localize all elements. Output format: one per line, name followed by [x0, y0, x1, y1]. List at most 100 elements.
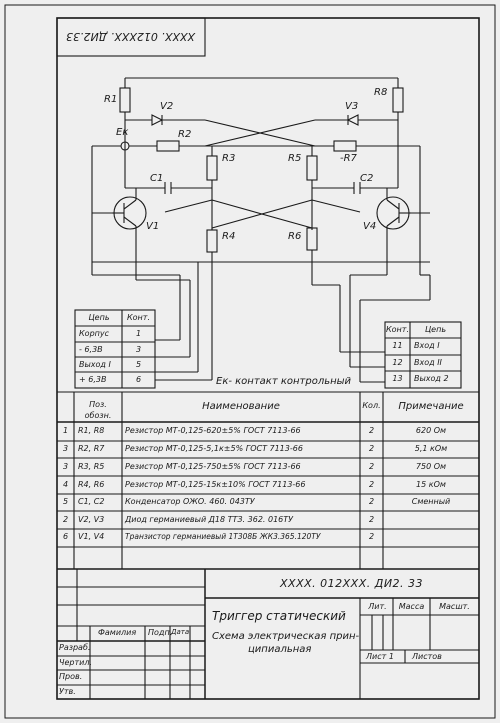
massa-label: Масса	[398, 602, 425, 611]
bom-row-n: 3	[62, 462, 69, 471]
row-chertil: Чертил.	[59, 658, 92, 667]
resistor-r5	[306, 155, 318, 181]
stamp-code-top: ХХХХ. 012ХХХ. ДИ2.33	[66, 30, 196, 43]
bom-row-note: 620 Ом	[415, 426, 447, 435]
control-contact-note: Eк- контакт контрольный	[216, 376, 352, 387]
left-conn-row-contact: 5	[135, 360, 142, 369]
bom-row-n: 1	[62, 426, 69, 435]
right-conn-row-chain: Вход I	[414, 341, 440, 350]
left-conn-row-contact: 1	[135, 329, 142, 338]
bom-row-name: Конденсатор ОЖО. 460. 043ТУ	[125, 497, 255, 506]
bom-header-qty: Кол.	[362, 401, 381, 410]
right-conn-row-chain: Выход 2	[414, 374, 449, 383]
label-v1: V1	[146, 221, 160, 232]
resistor-r4	[206, 229, 218, 253]
bom-row-qty: 2	[368, 480, 375, 489]
masshtab-label: Масшт.	[439, 602, 470, 611]
bom-row-qty: 2	[368, 426, 375, 435]
resistor-r2	[156, 140, 180, 152]
bom-row-name: Диод германиевый Д18 ТТЗ. 362. 016ТУ	[125, 515, 294, 524]
bom-row-qty: 2	[368, 497, 375, 506]
title-block-grid	[57, 568, 479, 699]
label-v4: V4	[363, 221, 377, 232]
bom-row-qty: 2	[368, 444, 375, 453]
resistor-r7	[333, 140, 357, 152]
sheets-total-label: Листов	[412, 652, 442, 661]
bom-row-n: 5	[62, 497, 69, 506]
bom-header-note: Примечание	[398, 401, 464, 412]
bom-row-n: 4	[62, 480, 69, 489]
lit-label: Лит.	[368, 602, 387, 611]
bom-row-name: Резистор МТ-0,125-620±5% ГОСТ 7113-66	[125, 426, 301, 435]
resistor-r8	[392, 87, 404, 113]
label-r3: R3	[222, 153, 236, 164]
bom-row-n: 6	[62, 532, 69, 541]
diode-v3	[346, 114, 359, 126]
bom-row-n: 3	[62, 444, 69, 453]
left-conn-row-chain: Выход I	[79, 360, 111, 369]
row-razrab: Разраб.	[59, 643, 91, 652]
bom-row-pos: V1, V4	[78, 532, 105, 541]
label-c2: C2	[360, 173, 374, 184]
right-conn-header-chain: Цепь	[424, 325, 447, 334]
document-subtitle-line2: ципиальная	[248, 644, 312, 655]
label-c1: C1	[150, 173, 164, 184]
bom-row-note: 5,1 кОм	[414, 444, 448, 453]
left-conn-row-contact: 3	[135, 345, 142, 354]
bom-row-name: Транзистор германиевый 1Т308Б ЖК3.365.12…	[125, 532, 321, 541]
left-conn-row-contact: 6	[135, 375, 142, 384]
bom-row-pos: C1, C2	[78, 497, 105, 506]
left-conn-header-chain: Цепь	[88, 313, 110, 322]
bom-row-pos: R3, R5	[78, 462, 105, 471]
bom-row-name: Резистор МТ-0,125-15к±10% ГОСТ 7113-66	[125, 480, 306, 489]
bom-row-name: Резистор МТ-0,125-5,1к±5% ГОСТ 7113-66	[125, 444, 303, 453]
diode-v2	[151, 114, 164, 126]
bom-row-pos: R4, R6	[78, 480, 105, 489]
label-v3: V3	[345, 101, 359, 112]
bom-row-qty: 2	[368, 515, 375, 524]
label-r6: R6	[288, 231, 302, 242]
label-r2: R2	[178, 129, 192, 140]
bom-row-qty: 2	[368, 462, 375, 471]
left-conn-row-chain: + 6,3B	[79, 375, 107, 384]
circuit-schematic	[91, 77, 431, 383]
bom-row-note: Сменный	[411, 497, 451, 506]
row-prov: Пров.	[59, 672, 83, 681]
label-r8: R8	[374, 87, 388, 98]
left-conn-row-chain: Корпус	[79, 329, 110, 338]
resistor-r1	[119, 87, 131, 113]
left-conn-header-contact: Конт.	[126, 313, 150, 322]
resistor-r6	[306, 227, 318, 251]
right-conn-row-contact: 13	[392, 374, 403, 383]
document-title: Триггер статический	[212, 609, 346, 623]
bom-row-note: 750 Ом	[415, 462, 447, 471]
label-ek: Eк	[116, 127, 129, 138]
col-data: Дата	[171, 628, 190, 636]
label-r5: R5	[288, 153, 302, 164]
bom-row-name: Резистор МТ-0,125-750±5% ГОСТ 7113-66	[125, 462, 301, 471]
sheet-label: Лист 1	[366, 652, 394, 661]
label-v2: V2	[160, 101, 174, 112]
right-conn-row-contact: 11	[392, 341, 403, 350]
resistor-r3	[206, 155, 218, 181]
label-r1: R1	[104, 94, 118, 105]
bom-row-pos: V2, V3	[78, 515, 105, 524]
bom-row-qty: 2	[368, 532, 375, 541]
right-conn-header-contact: Конт.	[385, 325, 409, 334]
col-familiya: Фамилия	[98, 628, 137, 637]
col-podp: Подп.	[148, 628, 173, 637]
label-r7: -R7	[340, 153, 357, 164]
bom-row-n: 2	[62, 515, 69, 524]
row-utv: Утв.	[59, 687, 76, 696]
bom-header-name: Наименование	[202, 401, 280, 412]
label-r4: R4	[222, 231, 236, 242]
bom-header-pos: Поз. обозн.	[84, 400, 112, 420]
bom-row-pos: R1, R8	[78, 426, 105, 435]
document-subtitle-line1: Схема электрическая прин-	[212, 631, 360, 642]
left-conn-row-chain: - 6,3B	[79, 345, 103, 354]
right-conn-row-contact: 12	[392, 358, 403, 367]
bom-row-note: 15 кОм	[416, 480, 446, 489]
document-code: ХХХХ. 012ХХХ. ДИ2. 33	[280, 577, 424, 590]
right-conn-row-chain: Вход II	[414, 358, 442, 367]
